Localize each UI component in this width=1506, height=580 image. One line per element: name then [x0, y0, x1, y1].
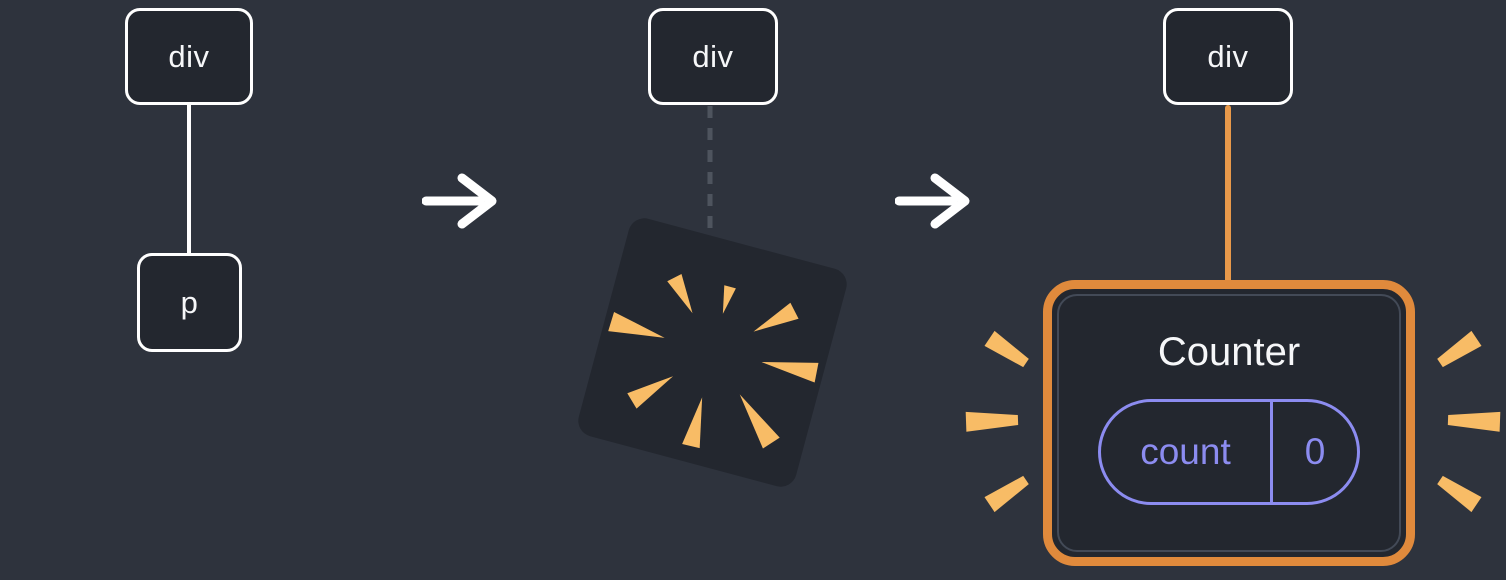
spark-burst-icon — [608, 274, 819, 449]
arrow-right-icon — [895, 173, 970, 229]
dom-node-label: div — [692, 38, 734, 74]
dom-node-p: p — [137, 253, 242, 352]
component-title: Counter — [1157, 330, 1301, 374]
counter-component-body: Counter count 0 — [1057, 294, 1401, 552]
dom-node-div-1: div — [125, 8, 253, 105]
mounting-square — [574, 214, 851, 491]
counter-component-card: Counter count 0 — [1043, 280, 1415, 566]
emphasis-sparks-icon — [1437, 330, 1501, 513]
pill-divider — [1270, 402, 1273, 502]
arrow-right-icon — [422, 173, 497, 229]
dom-node-label: div — [168, 38, 210, 74]
dom-node-label: p — [180, 284, 199, 320]
dashed-tree-edge — [707, 106, 713, 234]
emphasis-sparks-icon — [965, 330, 1029, 513]
state-value: 0 — [1304, 431, 1326, 472]
tree-edge — [187, 105, 191, 255]
dom-node-label: div — [1207, 38, 1249, 74]
component-tree-edge — [1225, 105, 1231, 285]
dom-node-div-3: div — [1163, 8, 1293, 105]
state-key: count — [1140, 431, 1231, 472]
state-pill: count 0 — [1098, 399, 1360, 505]
dom-node-div-2: div — [648, 8, 778, 105]
